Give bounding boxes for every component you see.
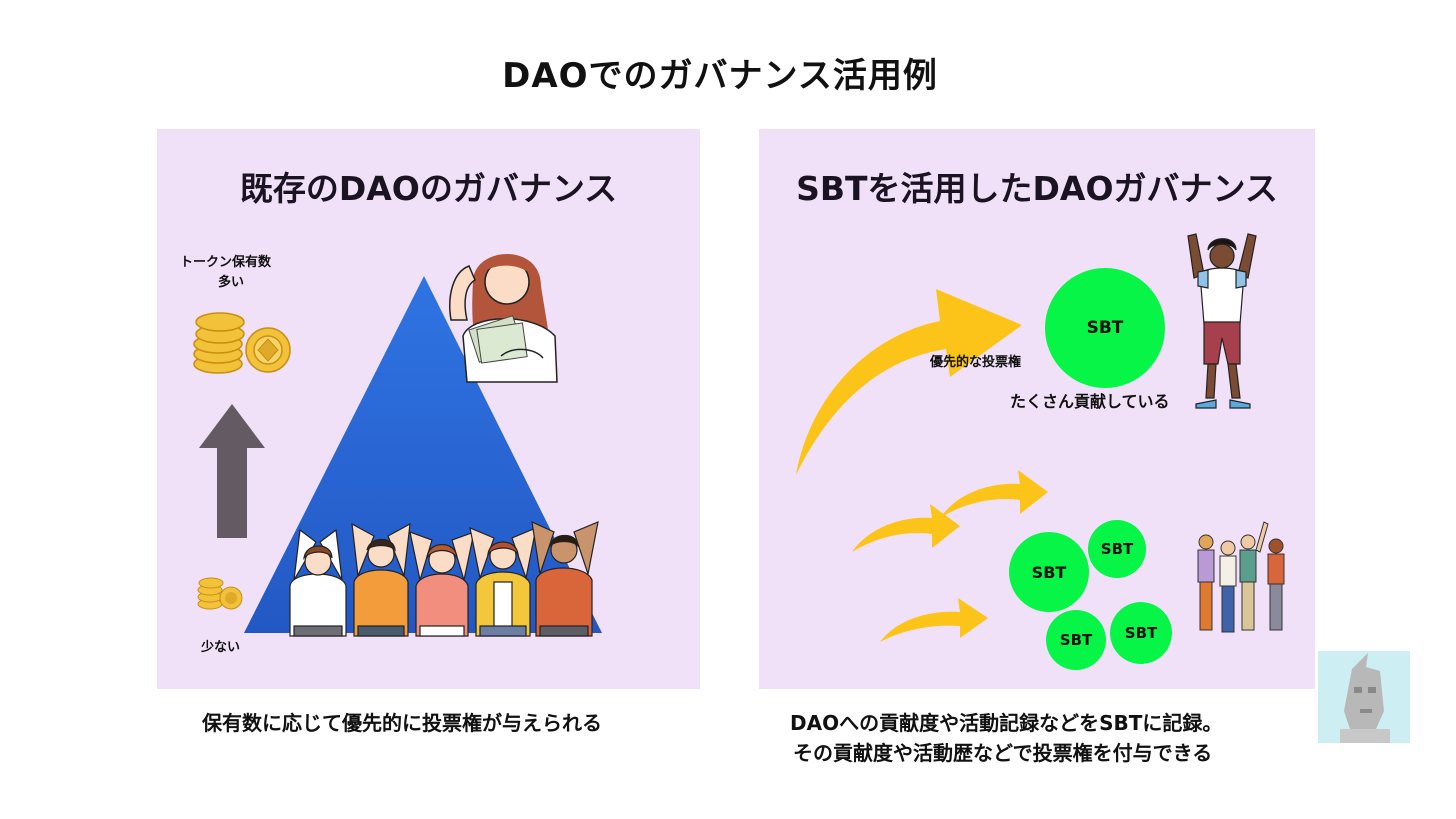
many-label: 多い bbox=[218, 275, 245, 290]
token-holdings-label: トークン保有数 bbox=[180, 255, 272, 270]
sbt-token-small: SBT bbox=[1046, 610, 1106, 670]
friends-group-illustration bbox=[1197, 521, 1285, 633]
sbt-token-large: SBT bbox=[1045, 268, 1165, 388]
up-arrow-icon bbox=[199, 404, 265, 538]
people-crowd-illustration bbox=[289, 520, 599, 637]
small-curved-arrow-icon bbox=[940, 470, 1048, 518]
cheering-man-illustration bbox=[1187, 233, 1257, 409]
large-curved-arrow-icon bbox=[796, 289, 1022, 475]
pixel-avatar-icon bbox=[1318, 651, 1410, 743]
sbt-token-small: SBT bbox=[1088, 520, 1146, 578]
contributor-label: たくさん貢献している bbox=[1010, 392, 1170, 411]
coin-stack-large-icon bbox=[193, 312, 291, 374]
left-caption: 保有数に応じて優先的に投票権が与えられる bbox=[202, 711, 602, 735]
few-label: 少ない bbox=[201, 640, 241, 655]
sbt-token-small: SBT bbox=[1110, 602, 1172, 664]
small-curved-arrow-icon bbox=[852, 504, 960, 552]
left-panel-title: 既存のDAOのガバナンス bbox=[239, 169, 618, 208]
woman-with-money-illustration bbox=[449, 254, 558, 383]
right-caption-line-1: DAOへの貢献度や活動記録などをSBTに記録。 bbox=[790, 711, 1223, 735]
right-panel-title: SBTを活用したDAOガバナンス bbox=[796, 169, 1278, 208]
coin-stack-small-icon bbox=[197, 577, 243, 610]
sbt-token-small: SBT bbox=[1009, 532, 1089, 612]
small-curved-arrow-icon bbox=[880, 598, 988, 642]
priority-voting-label: 優先的な投票権 bbox=[930, 355, 1022, 370]
main-title: DAOでのガバナンス活用例 bbox=[502, 56, 938, 96]
right-caption-line-2: その貢献度や活動歴などで投票権を付与できる bbox=[793, 741, 1213, 765]
